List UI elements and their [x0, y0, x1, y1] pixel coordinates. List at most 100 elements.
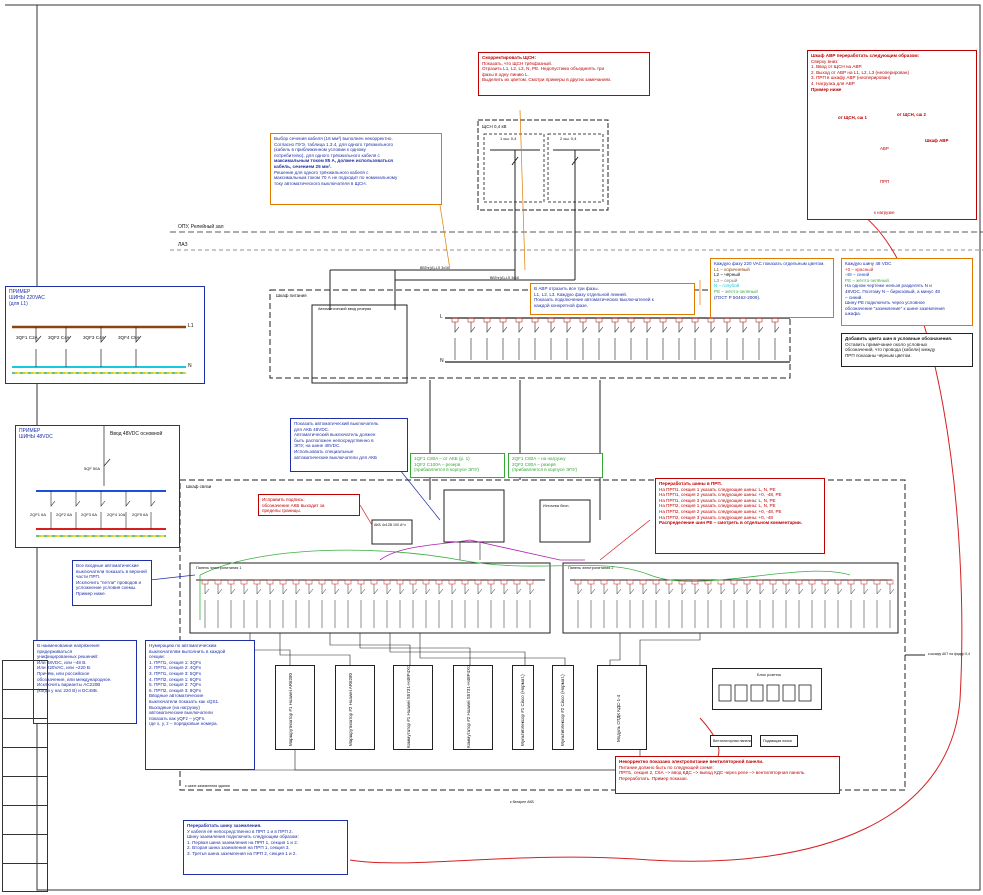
note-fix-line: Исправить подпись:	[262, 497, 305, 502]
avr-box-2: ПРП	[880, 179, 890, 184]
breaker-marker	[795, 579, 803, 585]
note-voltage-line: Или 220VAC, или ~220 В.	[37, 665, 92, 671]
note-colors-48-line: -48 – синий	[845, 272, 870, 278]
note-numbering-line: выключателям выполнить в каждой	[149, 648, 226, 654]
breaker-symbol	[742, 322, 748, 360]
note-cable-section: Выбор сечения кабеля (16 мм²) выполнен н…	[270, 133, 442, 205]
breaker-marker	[214, 579, 222, 585]
breaker-marker	[739, 317, 747, 323]
breaker-symbol	[774, 322, 780, 360]
note-colors-48-line: обозначение "заземление" к шине заземлен…	[845, 305, 945, 311]
note-cable-line: Согласно ПУЭ, таблица 1.3.4, для одного …	[274, 141, 394, 147]
note-legend-line: ПРП показаны чёрным цветом.	[845, 352, 912, 358]
device-switch-1: Коммутатор #1 Huawei S5731-H48P4XC	[393, 665, 433, 750]
breaker-marker	[515, 317, 523, 323]
note-phases-line: каждой конкретной фазе.	[534, 302, 589, 308]
note-grounding-line: 3. Третья шина заземления на ПРП 2, секц…	[187, 850, 297, 856]
breaker-symbol	[694, 322, 700, 360]
note-numbering-line: выключатели показать как xQS1.	[149, 698, 220, 704]
note-avr-line: 2. Выход от АВР на L1, L2, L3 (неопериро…	[811, 69, 909, 75]
breaker-symbol	[616, 584, 622, 628]
breaker-symbol	[733, 584, 739, 628]
note-grounding-title: Переработать шину заземления.	[187, 823, 262, 828]
note-shchsn-title: Скорректировать ЩСН:	[482, 55, 537, 60]
breaker-marker	[626, 579, 634, 585]
note-input-line: Пример ниже.	[76, 590, 106, 596]
note-green-2-line: 2QF2 C80A – резерв	[512, 461, 556, 467]
breaker-marker	[531, 317, 539, 323]
breaker-marker	[771, 317, 779, 323]
note-grounding: Переработать шину заземления. У кабеля е…	[183, 820, 348, 875]
note-green-1-line: (прибавляется в корпусе ЭПУ)	[414, 467, 480, 473]
note-cable-line: Решение для одного трёхжильного кабеля с	[274, 169, 369, 175]
note-grounding-line: У кабеля её непосредственно в ПРП 1 и в …	[187, 828, 293, 834]
note-grounding-line: Шину заземления подключить следующим обр…	[187, 834, 299, 840]
device-mux-2: Мультиплексор #2 Cisco (Нормат.)	[552, 665, 574, 750]
note-prp-line: На ПРП1, секция 2 указать следующие шины…	[659, 492, 782, 498]
note-input-breakers: Все входные автоматические выключатели п…	[72, 560, 152, 606]
example-220-breaker-2: 3QF2 C4A	[48, 335, 70, 340]
note-prp-line: На ПРП1, секция 1 указать следующие шины…	[659, 486, 776, 492]
note-numbering-line: Выходные (на нагрузку)	[149, 704, 200, 710]
breaker-symbol	[694, 584, 700, 628]
breaker-marker	[659, 317, 667, 323]
note-grounding-line: 1. Первая шина заземления на ПРП 1, секц…	[187, 839, 299, 845]
note-colors-220-line: (ГОСТ Р 50462-2009).	[714, 294, 761, 300]
device-switch-1-label: Коммутатор #1 Huawei S5731-H48P4XC	[406, 664, 411, 748]
device-router-1: Маршрутизатор #1 Huawei AR6280	[275, 665, 315, 750]
example-220-breaker-1: 3QF1 C2A	[16, 335, 38, 340]
note-numbering-line: где x, y, z – порядковые номера.	[149, 721, 218, 727]
note-prp-buses: Переработать шины в ПРП. На ПРП1, секция…	[655, 478, 825, 554]
breaker-symbol	[321, 584, 327, 628]
note-input-line: выключатели показать в верхней	[76, 568, 147, 574]
zone-laz: ЛАЗ	[178, 242, 188, 248]
note-colors-48-line: PE – жёлто-зелёный.	[845, 277, 891, 283]
note-cable-line: максимальным током 85 А, должен использо…	[274, 158, 393, 164]
note-colors-220-line: N – голубой	[714, 283, 740, 289]
breaker-symbol	[630, 322, 636, 360]
device-switch-2: Коммутатор #2 Huawei S5731-H48P4XC	[453, 665, 493, 750]
note-voltage-line: унифицированных решений:	[37, 654, 99, 660]
breaker-symbol	[603, 584, 609, 628]
example-48vdc: ПРИМЕР ШИНЫ 48VDC Ввод 48VDC основной 5Q…	[15, 425, 180, 548]
breaker-symbol	[347, 584, 353, 628]
bus-n-label: N	[440, 358, 444, 364]
breaker-symbol	[598, 322, 604, 360]
breaker-marker	[769, 579, 777, 585]
breaker-symbol	[646, 322, 652, 360]
breaker-marker	[611, 317, 619, 323]
breaker-symbol	[758, 322, 764, 360]
zone-power-cabinet: Шкаф питания	[276, 293, 307, 298]
breaker-symbol	[582, 322, 588, 360]
breaker-marker	[474, 579, 482, 585]
note-voltage-line: придерживаться	[37, 648, 73, 654]
note-numbering-line: 6. ПРП2, секция 3: 8QFx	[149, 687, 202, 693]
breaker-marker	[639, 579, 647, 585]
breaker-marker	[513, 579, 521, 585]
breaker-marker	[461, 579, 469, 585]
note-numbering-line: 2. ПРП1, секция 2: 4QFx	[149, 665, 202, 671]
breaker-symbol	[308, 584, 314, 628]
breaker-symbol	[759, 584, 765, 628]
note-voltage-line: Причём, или российское	[37, 670, 90, 676]
note-prp-title: Переработать шины в ПРП.	[659, 481, 722, 486]
note-akb-line: Показать автоматический выключатель	[294, 421, 379, 426]
breaker-marker	[600, 579, 608, 585]
breaker-symbol	[707, 584, 713, 628]
example-48-breaker-5: 2QF5 6A	[132, 512, 149, 517]
breaker-symbol	[710, 322, 716, 360]
breaker-marker	[860, 579, 868, 585]
note-green-load: 2QF1 C80A – на нагрузку 2QF2 C80A – резе…	[508, 453, 603, 478]
note-colors-220-line: L3 – серый	[714, 277, 738, 283]
breaker-marker	[717, 579, 725, 585]
breaker-symbol	[566, 322, 572, 360]
note-colors-220: Каждую фазу 220 VAC показать отдельным ц…	[710, 258, 834, 318]
ground-bus-label: к шине заземления здания	[185, 784, 230, 788]
zone-shchsn: ЩСН 0,4 кВ	[482, 124, 507, 129]
note-shchsn-line: Отразить L1, L2, L3, N, PE. Недопустимо …	[482, 66, 605, 72]
breaker-marker	[240, 579, 248, 585]
zone-power-supply: Источник бесп.	[543, 504, 570, 508]
breaker-symbol	[798, 584, 804, 628]
breaker-marker	[451, 317, 459, 323]
breaker-marker	[547, 317, 555, 323]
